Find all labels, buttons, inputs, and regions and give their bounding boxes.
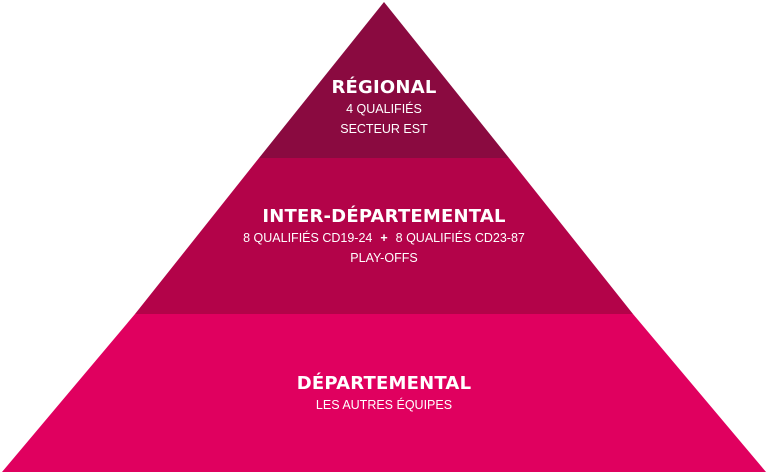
tier-departemental-others: LES AUTRES ÉQUIPES bbox=[315, 398, 453, 412]
qualified-cd19-24: 8 QUALIFIÉS CD19-24 bbox=[243, 231, 373, 245]
tier-interdepartemental-qualified: 8 QUALIFIÉS CD19-24 +8 QUALIFIÉS CD23-87 bbox=[0, 228, 768, 248]
tier-regional-qualified: 4 QUALIFIÉS bbox=[346, 102, 422, 116]
tier-interdepartemental-title: INTER-DÉPARTEMENTAL bbox=[262, 206, 506, 227]
qualified-cd23-87: 8 QUALIFIÉS CD23-87 bbox=[395, 231, 525, 245]
tier-departemental-label: DÉPARTEMENTAL LES AUTRES ÉQUIPES bbox=[0, 373, 768, 415]
tier-regional-sector: SECTEUR EST bbox=[340, 122, 428, 136]
tier-interdepartemental-playoffs: PLAY-OFFS bbox=[350, 251, 418, 265]
tier-interdepartemental-label: INTER-DÉPARTEMENTAL 8 QUALIFIÉS CD19-24 +… bbox=[0, 206, 768, 268]
tier-departemental-shape bbox=[2, 314, 766, 472]
tier-interdepartemental-shape bbox=[135, 158, 633, 314]
tier-departemental-title: DÉPARTEMENTAL bbox=[296, 373, 472, 394]
tier-regional-shape bbox=[259, 2, 509, 158]
plus-sign: + bbox=[380, 231, 388, 245]
tier-regional-title: RÉGIONAL bbox=[331, 77, 437, 98]
tier-regional-label: RÉGIONAL 4 QUALIFIÉS SECTEUR EST bbox=[0, 77, 768, 139]
